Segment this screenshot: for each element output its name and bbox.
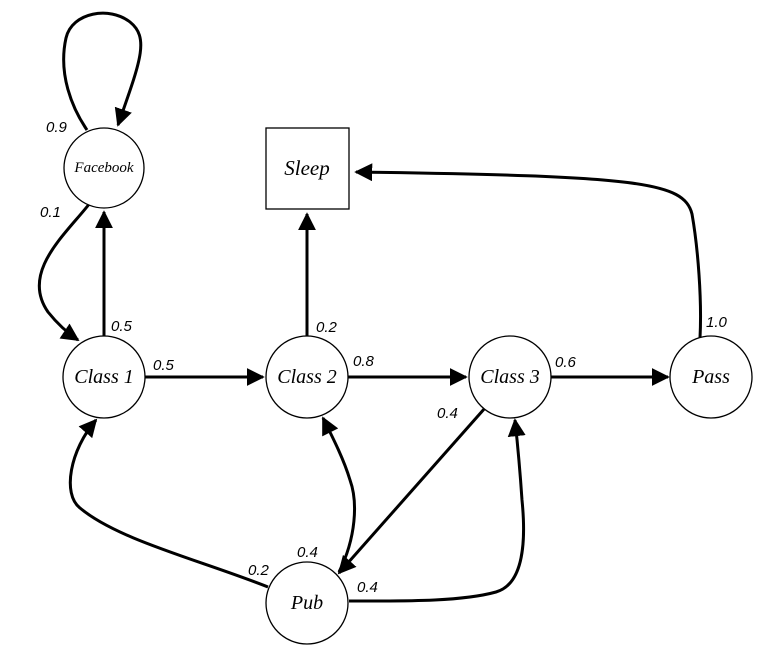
edge-pub-to-class2: [321, 416, 356, 573]
edge-facebook-to-class1: [37, 202, 92, 342]
edge-pass-to-sleep: [354, 163, 703, 339]
node-pub-label: Pub: [290, 592, 323, 614]
node-pub: Pub: [265, 561, 349, 645]
edge-facebook-self-loop: [62, 11, 143, 131]
node-facebook: Facebook: [63, 127, 145, 209]
node-sleep: Sleep: [265, 127, 350, 210]
prob-class2-to-class3: 0.8: [353, 353, 375, 370]
edge-class3-to-pub: [337, 407, 487, 575]
node-sleep-label: Sleep: [284, 156, 329, 180]
prob-class1-to-class2: 0.5: [153, 357, 175, 374]
prob-facebook-self: 0.9: [46, 119, 68, 136]
node-pass-label: Pass: [691, 366, 730, 388]
node-class1: Class 1: [62, 335, 146, 419]
node-facebook-label: Facebook: [73, 160, 133, 176]
node-class3: Class 3: [468, 335, 552, 419]
prob-class3-to-pub: 0.4: [437, 405, 458, 422]
node-class2-label: Class 2: [277, 366, 336, 388]
node-class3-label: Class 3: [480, 366, 539, 388]
prob-pub-to-class3: 0.4: [357, 579, 378, 596]
prob-class3-to-pass: 0.6: [555, 354, 577, 371]
edge-pub-to-class1: [68, 418, 269, 589]
prob-class1-to-facebook: 0.5: [111, 318, 133, 335]
prob-pass-to-sleep: 1.0: [706, 314, 728, 331]
prob-pub-to-class1: 0.2: [248, 562, 270, 579]
prob-facebook-to-class1: 0.1: [40, 204, 61, 221]
node-class2: Class 2: [265, 335, 349, 419]
node-pass: Pass: [669, 335, 753, 419]
prob-pub-to-class2: 0.4: [297, 544, 318, 561]
prob-class2-to-sleep: 0.2: [316, 319, 338, 336]
node-class1-label: Class 1: [74, 366, 133, 388]
edge-pub-to-class3: [348, 418, 526, 603]
